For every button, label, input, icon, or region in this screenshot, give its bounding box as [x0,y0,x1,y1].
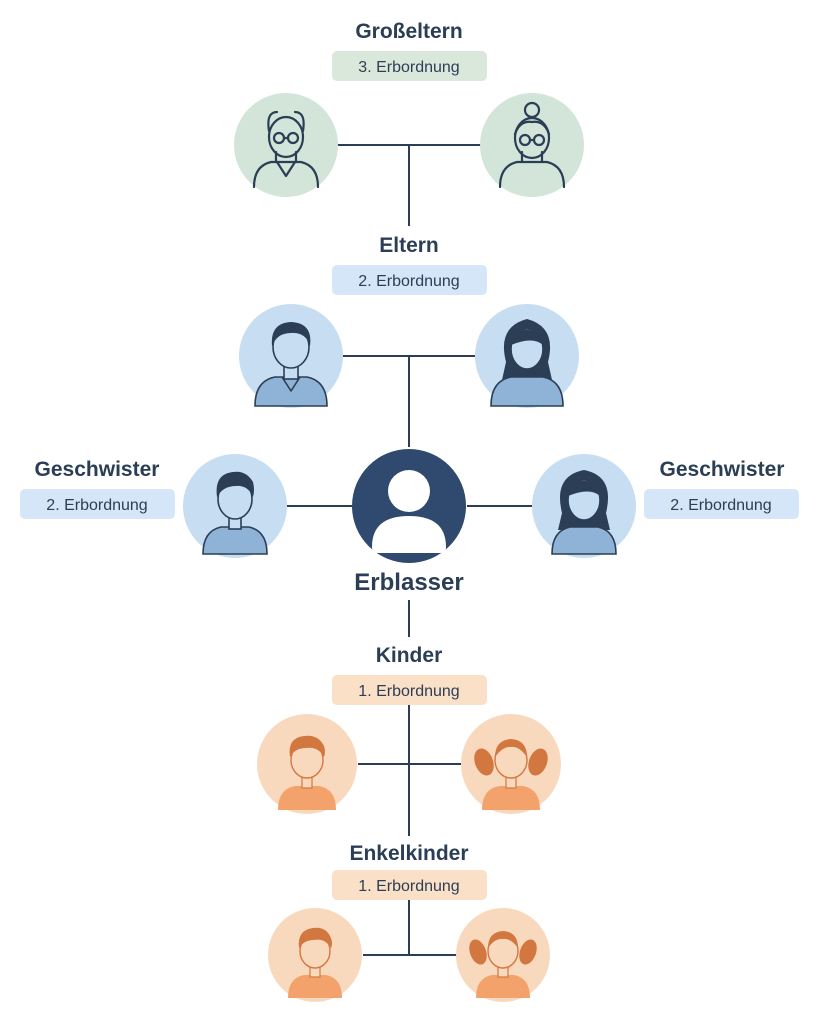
siblings-right-badge-text: 2. Erbordnung [670,497,771,514]
children-group: Kinder 1. Erbordnung [257,644,561,814]
grandchildren-badge-text: 1. Erbordnung [358,878,459,895]
grandparents-group: Großeltern 3. Erbordnung [234,20,584,197]
siblings-right-group: Geschwister 2. Erbordnung [532,454,799,558]
brother-icon [183,454,287,558]
children-title: Kinder [376,644,443,667]
father-icon [239,304,343,408]
testator-title: Erblasser [354,569,463,596]
siblings-left-title: Geschwister [35,458,160,481]
siblings-right-title: Geschwister [660,458,785,481]
children-badge-text: 1. Erbordnung [358,683,459,700]
parents-badge [332,265,487,295]
parents-badge-text: 2. Erbordnung [358,273,459,290]
testator-group: Erblasser [352,449,466,596]
grandchildren-title: Enkelkinder [349,842,468,865]
sister-icon [532,454,636,558]
user-icon [352,449,466,563]
siblings-right-badge [644,489,799,519]
grandparents-badge-text: 3. Erbordnung [358,59,459,76]
siblings-left-badge-text: 2. Erbordnung [46,497,147,514]
girl-icon [456,908,550,1002]
mother-icon [475,304,579,408]
grandparents-title: Großeltern [355,20,462,43]
siblings-left-badge [20,489,175,519]
girl-icon [461,714,561,814]
grandchildren-badge [332,870,487,900]
boy-icon [268,908,362,1002]
connectors [287,144,532,956]
boy-icon [257,714,357,814]
grandmother-icon [480,93,584,197]
children-badge [332,675,487,705]
siblings-left-group: Geschwister 2. Erbordnung [20,454,287,558]
parents-group: Eltern 2. Erbordnung [239,234,579,408]
grandchildren-group: Enkelkinder 1. Erbordnung [268,842,550,1002]
grandfather-icon [234,93,338,197]
grandparents-badge [332,51,487,81]
parents-title: Eltern [379,234,439,257]
